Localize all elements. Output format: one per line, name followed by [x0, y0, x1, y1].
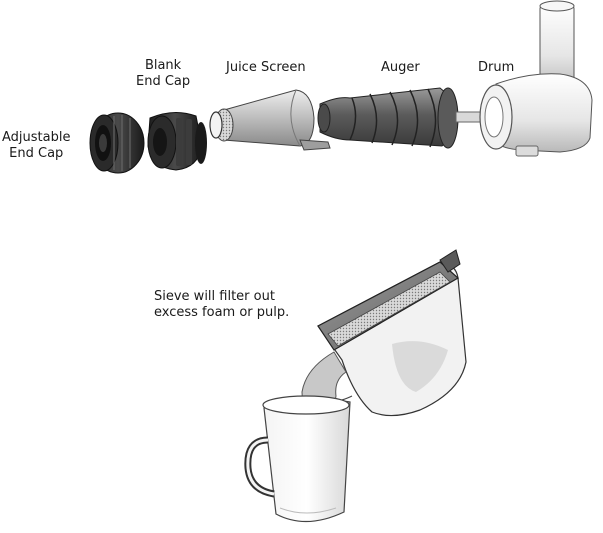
measuring-jug-drawing — [244, 395, 353, 523]
adjustable-end-cap-drawing — [89, 112, 145, 174]
blank-end-cap-label: Blank End Cap — [136, 58, 191, 89]
sieve-note-label: Sieve will filter out excess foam or pul… — [154, 289, 290, 320]
drum-drawing — [479, 0, 593, 157]
blank-end-cap-drawing — [147, 112, 207, 171]
juice-screen-drawing — [209, 89, 331, 151]
auger-label: Auger — [381, 60, 420, 75]
sieve-drawing — [317, 249, 467, 417]
adjustable-end-cap-label: Adjustable End Cap — [2, 130, 71, 161]
auger-drawing — [317, 87, 497, 149]
drum-label: Drum — [478, 60, 515, 75]
juice-screen-label: Juice Screen — [226, 60, 306, 75]
